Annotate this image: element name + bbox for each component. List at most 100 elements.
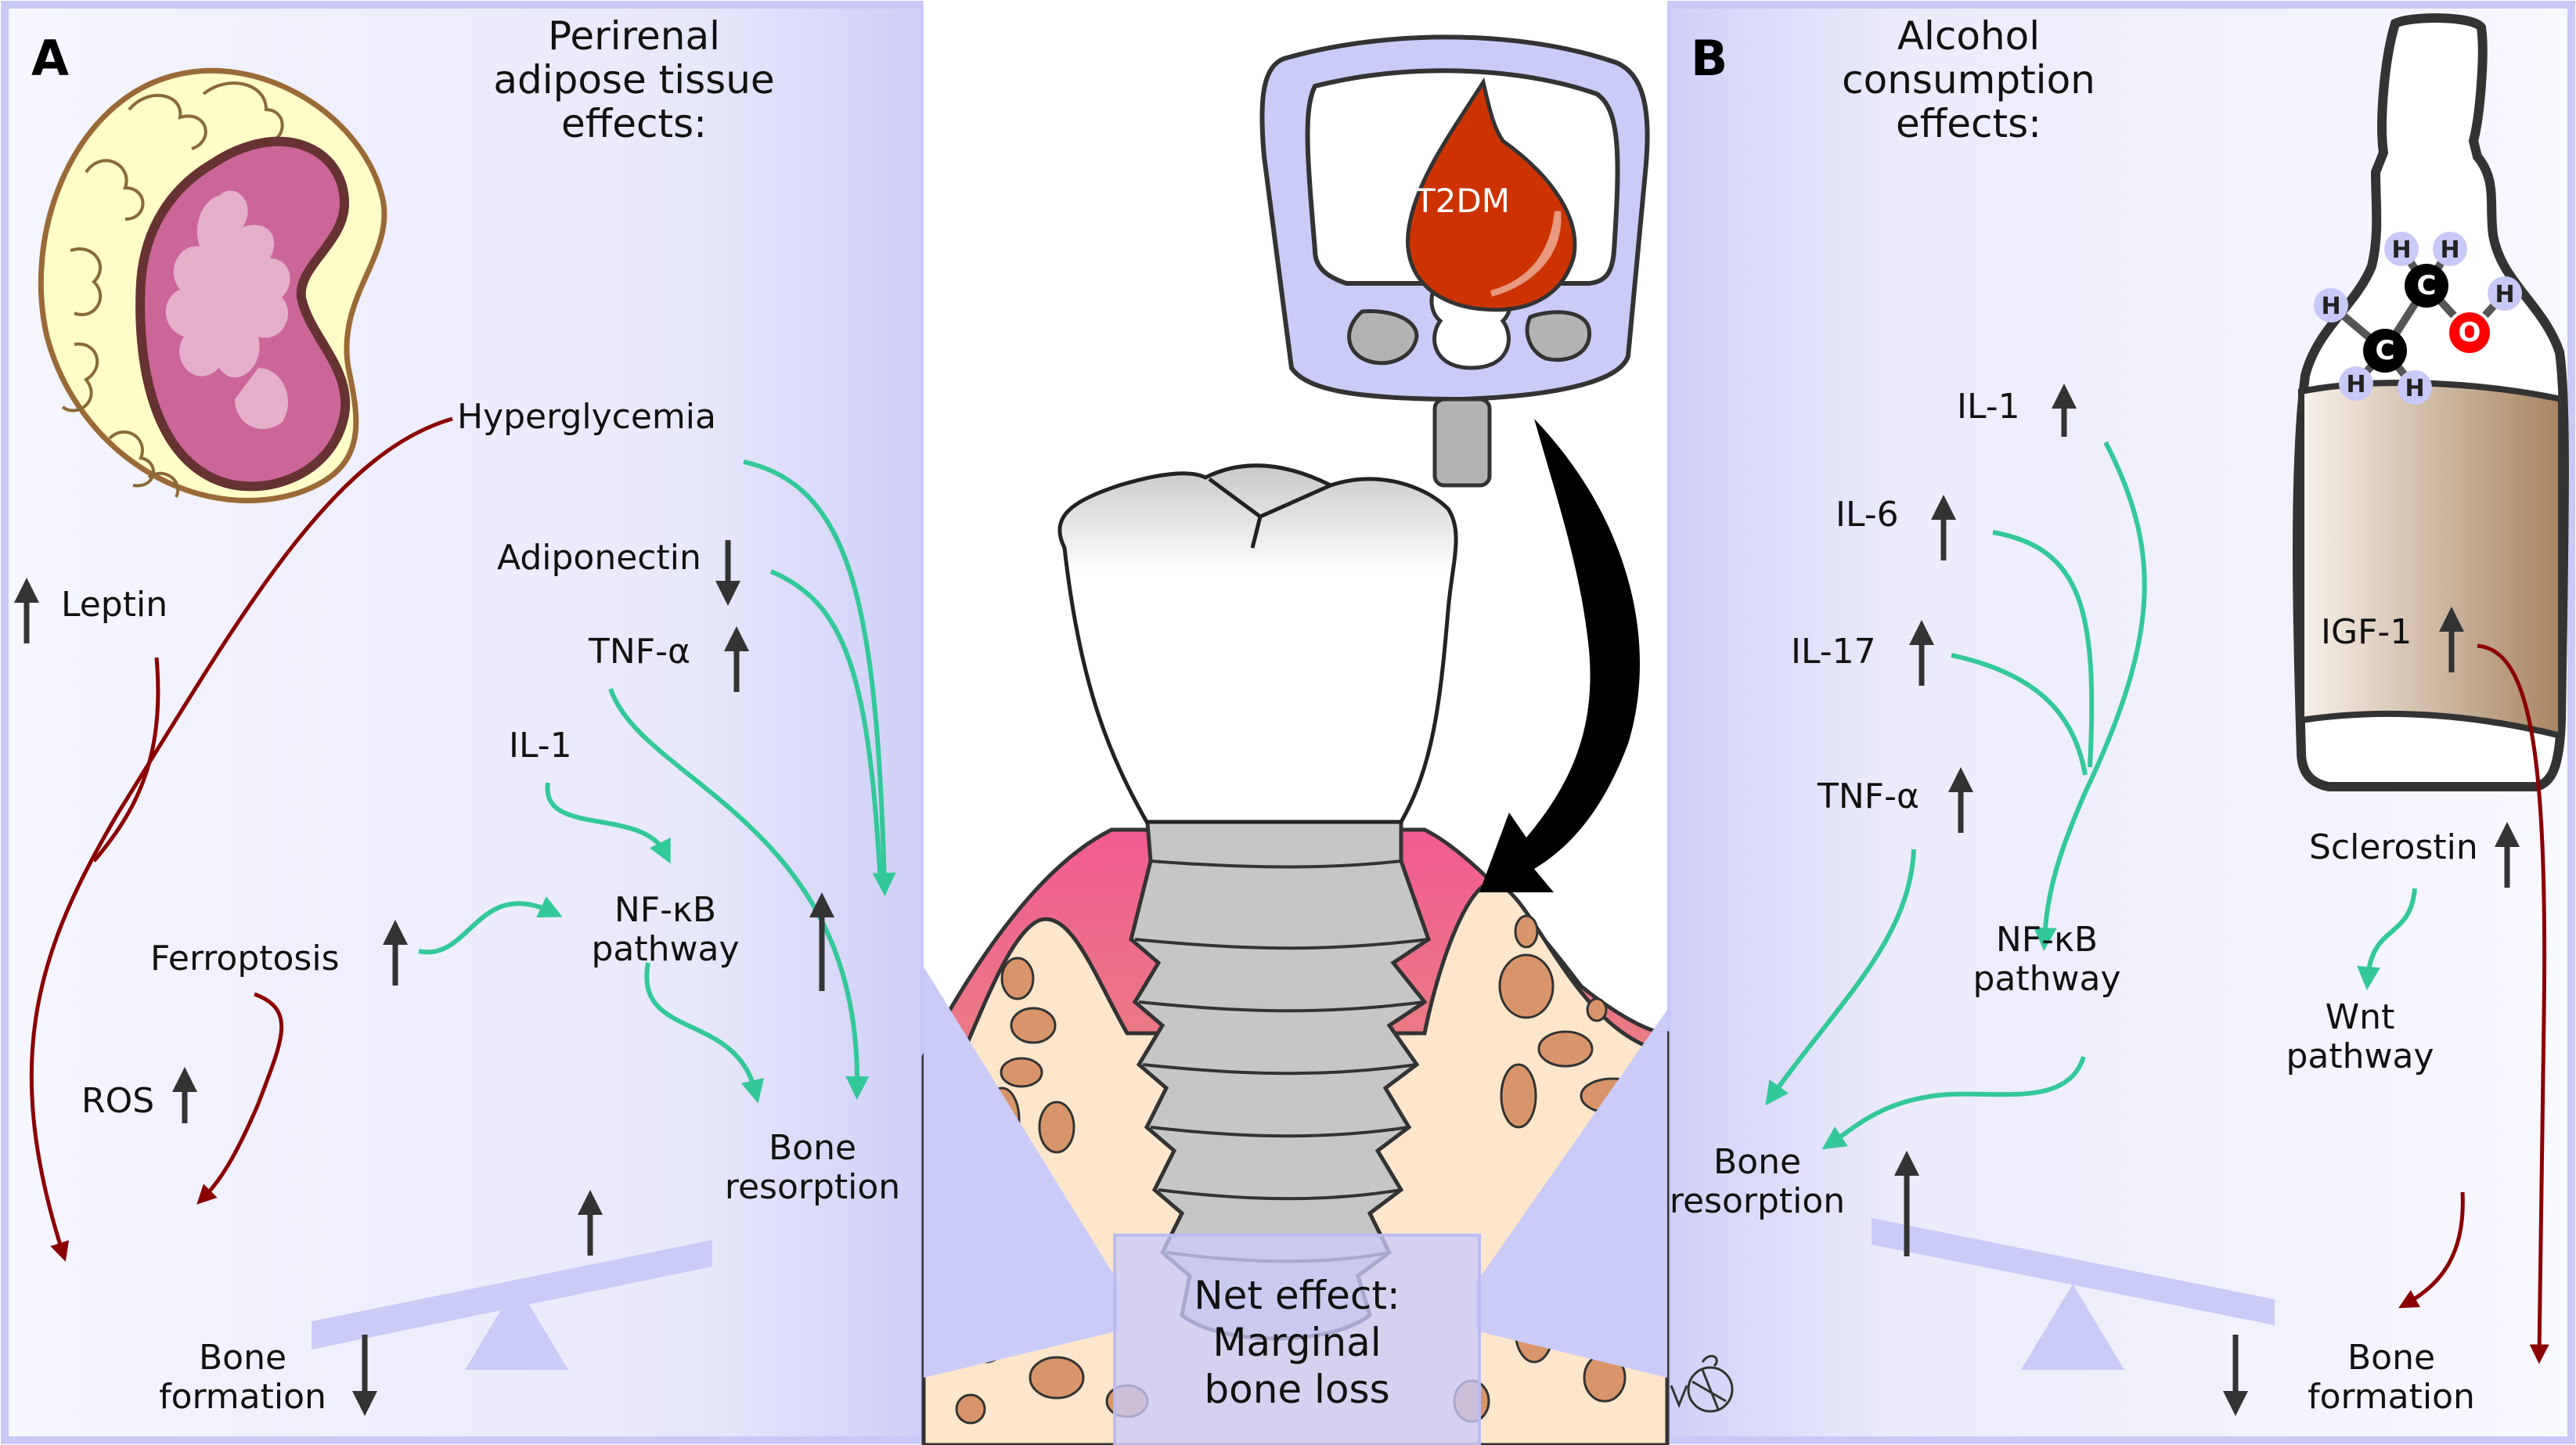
label-hyperglycemia: Hyperglycemia: [457, 397, 716, 437]
center-illustration: [921, 0, 1670, 1445]
nfkb-up-arrow-icon: [809, 892, 834, 991]
label-line: formation: [159, 1377, 326, 1417]
glucose-meter: [1259, 34, 1650, 488]
label-bone-formation-b: Bone formation: [2297, 1339, 2485, 1417]
panel-b-seesaw: [1872, 1218, 2275, 1370]
adiponectin-down-arrow-icon: [715, 540, 740, 606]
sclerostin-up-arrow-icon: [2495, 822, 2520, 888]
il1-to-nfkb-arrow: [2033, 441, 2147, 951]
alcohol-bottle: [2293, 13, 2569, 791]
bone-resorption-up-arrow-icon: [1894, 1151, 1919, 1256]
wnt-to-bone-formation-arrow: [2398, 1191, 2465, 1309]
label-bone-resorption-a: Bone resorption: [719, 1129, 906, 1207]
label-tnf-alpha-b: TNF-α: [1818, 777, 1919, 816]
label-il1-b: IL-1: [1957, 387, 2020, 427]
svg-text:H: H: [2346, 371, 2365, 398]
svg-text:H: H: [2321, 293, 2340, 320]
right-wedge: [1475, 1010, 1667, 1378]
bone-formation-down-arrow-icon: [352, 1335, 377, 1416]
label-line: NF-κB: [614, 890, 717, 930]
svg-text:C: C: [2376, 335, 2395, 366]
label-il17: IL-17: [1791, 632, 1876, 672]
label-sclerostin: Sclerostin: [2309, 827, 2478, 867]
il6-to-nfkb-arrow: [1992, 530, 2095, 768]
label-line: Bone: [1713, 1142, 1802, 1182]
label-il1-a: IL-1: [509, 726, 572, 766]
leptin-to-bone-formation-arrow: [92, 657, 160, 863]
nfkb-to-resorption-arrow: [1821, 1056, 2086, 1150]
tnf-to-resorption-arrow: [608, 688, 870, 1100]
adiponectin-to-resorption-arrow: [769, 569, 883, 885]
il17-to-nfkb-arrow: [1951, 653, 2088, 776]
panel-b-title-line: effects:: [1896, 101, 2041, 146]
label-leptin: Leptin: [61, 585, 168, 625]
label-nfkb-b: NF-κB pathway: [1957, 921, 2137, 999]
label-line: Bone: [2347, 1338, 2436, 1378]
ferroptosis-up-arrow-icon: [383, 920, 408, 986]
label-t2dm: T2DM: [1415, 182, 1510, 220]
label-il6: IL-6: [1836, 495, 1899, 535]
nfkb-to-resorption-arrow: [644, 962, 765, 1104]
label-igf1: IGF-1: [2321, 612, 2412, 652]
tnf-alpha-up-arrow-icon: [724, 626, 749, 692]
tnf-to-resorption-arrow: [1765, 849, 1916, 1106]
left-wedge: [924, 967, 1119, 1378]
panel-b-teal-arrows: [1765, 441, 2417, 1150]
panel-a-title-line: effects:: [561, 101, 707, 146]
panel-b-red-arrows: [2398, 643, 2549, 1364]
oxygen-atom-icon: O: [2446, 309, 2493, 356]
svg-text:H: H: [2405, 375, 2424, 402]
il6-up-arrow-icon: [1931, 495, 1956, 560]
il1-up-arrow-icon: [2052, 384, 2077, 437]
ferroptosis-to-nfkb-arrow: [418, 896, 563, 955]
bone-formation-down-arrow-icon: [2223, 1335, 2248, 1416]
panel-b-title-line: consumption: [1842, 57, 2095, 103]
label-line: pathway: [2286, 1036, 2434, 1076]
hydrogen-atom-icon: H: [2398, 370, 2432, 405]
svg-text:H: H: [2495, 281, 2514, 308]
panel-a-teal-arrows: [418, 459, 896, 1104]
label-nfkb-a: NF-κB pathway: [575, 891, 755, 969]
label-line: NF-κB: [1995, 920, 2099, 960]
hydrogen-atom-icon: H: [2384, 232, 2419, 266]
label-wnt-pathway: Wnt pathway: [2270, 998, 2450, 1076]
panel-b-title-line: Alcohol: [1897, 13, 2041, 59]
igf1-up-arrow-icon: [2439, 607, 2464, 672]
panel-b-letter: B: [1691, 30, 1728, 87]
label-line: pathway: [591, 929, 740, 969]
label-bone-formation-a: Bone formation: [149, 1339, 337, 1417]
label-line: Bone: [768, 1128, 857, 1168]
hyperglycemia-to-resorption-arrow: [743, 459, 896, 896]
blood-drop-icon: [1406, 77, 1577, 312]
net-effect-text: Net effect: Marginal bone loss: [1115, 1272, 1479, 1413]
label-line: Wnt: [2325, 997, 2395, 1037]
panel-a-seesaw: [312, 1240, 712, 1370]
svg-text:C: C: [2417, 270, 2437, 301]
panel-a-letter: A: [31, 30, 69, 87]
tooth-crown: [1057, 463, 1458, 824]
label-line: formation: [2308, 1377, 2475, 1417]
panel-a-red-arrows: [29, 416, 453, 1262]
hydrogen-atom-icon: H: [2433, 232, 2467, 266]
leptin-up-arrow-icon: [14, 578, 39, 643]
label-line: resorption: [724, 1167, 901, 1207]
hyperglycemia-to-bone-formation-arrow: [29, 416, 453, 1262]
svg-text:H: H: [2440, 236, 2459, 264]
panel-a-title: Perirenal adipose tissue effects:: [477, 14, 791, 146]
indicator-arrows: [14, 384, 2520, 1416]
bone-resorption-up-arrow-icon: [578, 1190, 603, 1256]
svg-text:H: H: [2391, 236, 2411, 264]
il1-to-nfkb-arrow: [545, 782, 671, 864]
meter-to-implant-arrow: [1479, 419, 1640, 892]
net-effect-line: bone loss: [1204, 1367, 1390, 1412]
net-effect-box: [1113, 1234, 1481, 1445]
igf1-to-bone-formation-arrow: [2477, 643, 2549, 1364]
label-bone-resorption-b: Bone resorption: [1663, 1143, 1851, 1221]
artist-signature-icon: [1670, 1354, 1734, 1413]
label-adiponectin: Adiponectin: [497, 538, 701, 578]
carbon-atom-icon: C: [2363, 329, 2407, 373]
hydrogen-atom-icon: H: [2488, 276, 2522, 311]
